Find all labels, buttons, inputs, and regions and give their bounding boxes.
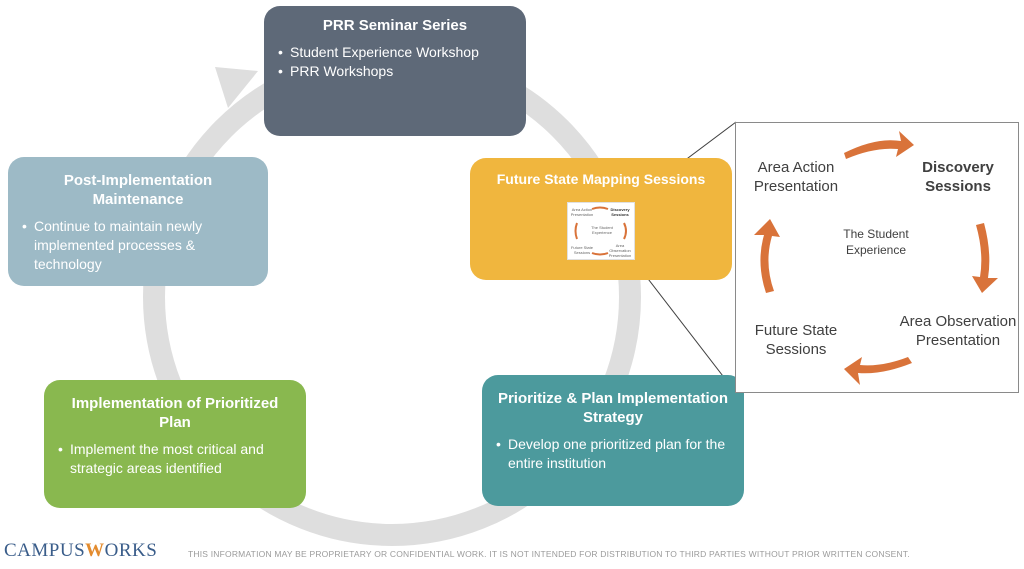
stage-title: Implementation of Prioritized Plan	[71, 395, 279, 431]
cycle-arrowhead	[215, 67, 258, 108]
thumb-label: Area Observation Presentation	[608, 243, 632, 258]
stage-implementation: Implementation of Prioritized Plan Imple…	[44, 380, 306, 508]
bullet-item: Implement the most critical and strategi…	[58, 440, 292, 478]
bullet-item: Continue to maintain newly implemented p…	[22, 217, 254, 274]
zoom-connector-bottom	[631, 257, 737, 394]
stage-post-implementation: Post-Implementation Maintenance Continue…	[8, 157, 268, 286]
stage-prioritize-plan: Prioritize & Plan Implementation Strateg…	[482, 375, 744, 506]
stage-prr-seminar-series: PRR Seminar Series Student Experience Wo…	[264, 6, 526, 136]
stage-title: Prioritize & Plan Implementation Strateg…	[497, 390, 729, 426]
arrow-to-discovery	[844, 131, 914, 159]
future-state-detail-panel: Area Action Presentation Discovery Sessi…	[735, 122, 1019, 393]
bullet-list: Student Experience Workshop PRR Workshop…	[278, 43, 512, 81]
arrow-to-future-state	[844, 357, 912, 385]
bullet-item: Develop one prioritized plan for the ent…	[496, 435, 730, 473]
bullet-list: Develop one prioritized plan for the ent…	[496, 435, 730, 473]
stage-title: PRR Seminar Series	[322, 17, 468, 34]
campusworks-logo: CAMPUSWORKS	[4, 540, 158, 561]
detail-cycle-arrows	[754, 131, 998, 385]
detail-future-state: Future State Sessions	[754, 322, 838, 358]
thumb-label: Discovery Sessions	[610, 207, 630, 217]
confidentiality-notice: THIS INFORMATION MAY BE PROPRIETARY OR C…	[188, 549, 910, 559]
mapping-thumbnail: Area Action Presentation Discovery Sessi…	[567, 202, 635, 260]
detail-center: The Student Experience	[843, 227, 909, 257]
arrow-to-area-action	[754, 219, 780, 293]
stage-future-state-mapping: Future State Mapping Sessions Area Actio…	[470, 158, 732, 280]
detail-area-observation: Area Observation Presentation	[899, 313, 1017, 349]
thumb-label: The Student Experience	[591, 225, 613, 235]
detail-discovery: Discovery Sessions	[922, 159, 994, 195]
detail-area-action: Area Action Presentation	[753, 159, 839, 195]
bullet-item: PRR Workshops	[278, 62, 512, 81]
stage-title: Future State Mapping Sessions	[496, 171, 706, 187]
thumb-label: Area Action Presentation	[570, 207, 594, 217]
thumb-label: Future State Sessions	[570, 245, 593, 255]
bullet-list: Continue to maintain newly implemented p…	[22, 217, 254, 274]
bullet-item: Student Experience Workshop	[278, 43, 512, 62]
stage-title: Post-Implementation Maintenance	[63, 172, 213, 208]
arrow-to-area-observation	[972, 223, 998, 293]
thumb-arrows	[574, 206, 627, 256]
bullet-list: Implement the most critical and strategi…	[58, 440, 292, 478]
